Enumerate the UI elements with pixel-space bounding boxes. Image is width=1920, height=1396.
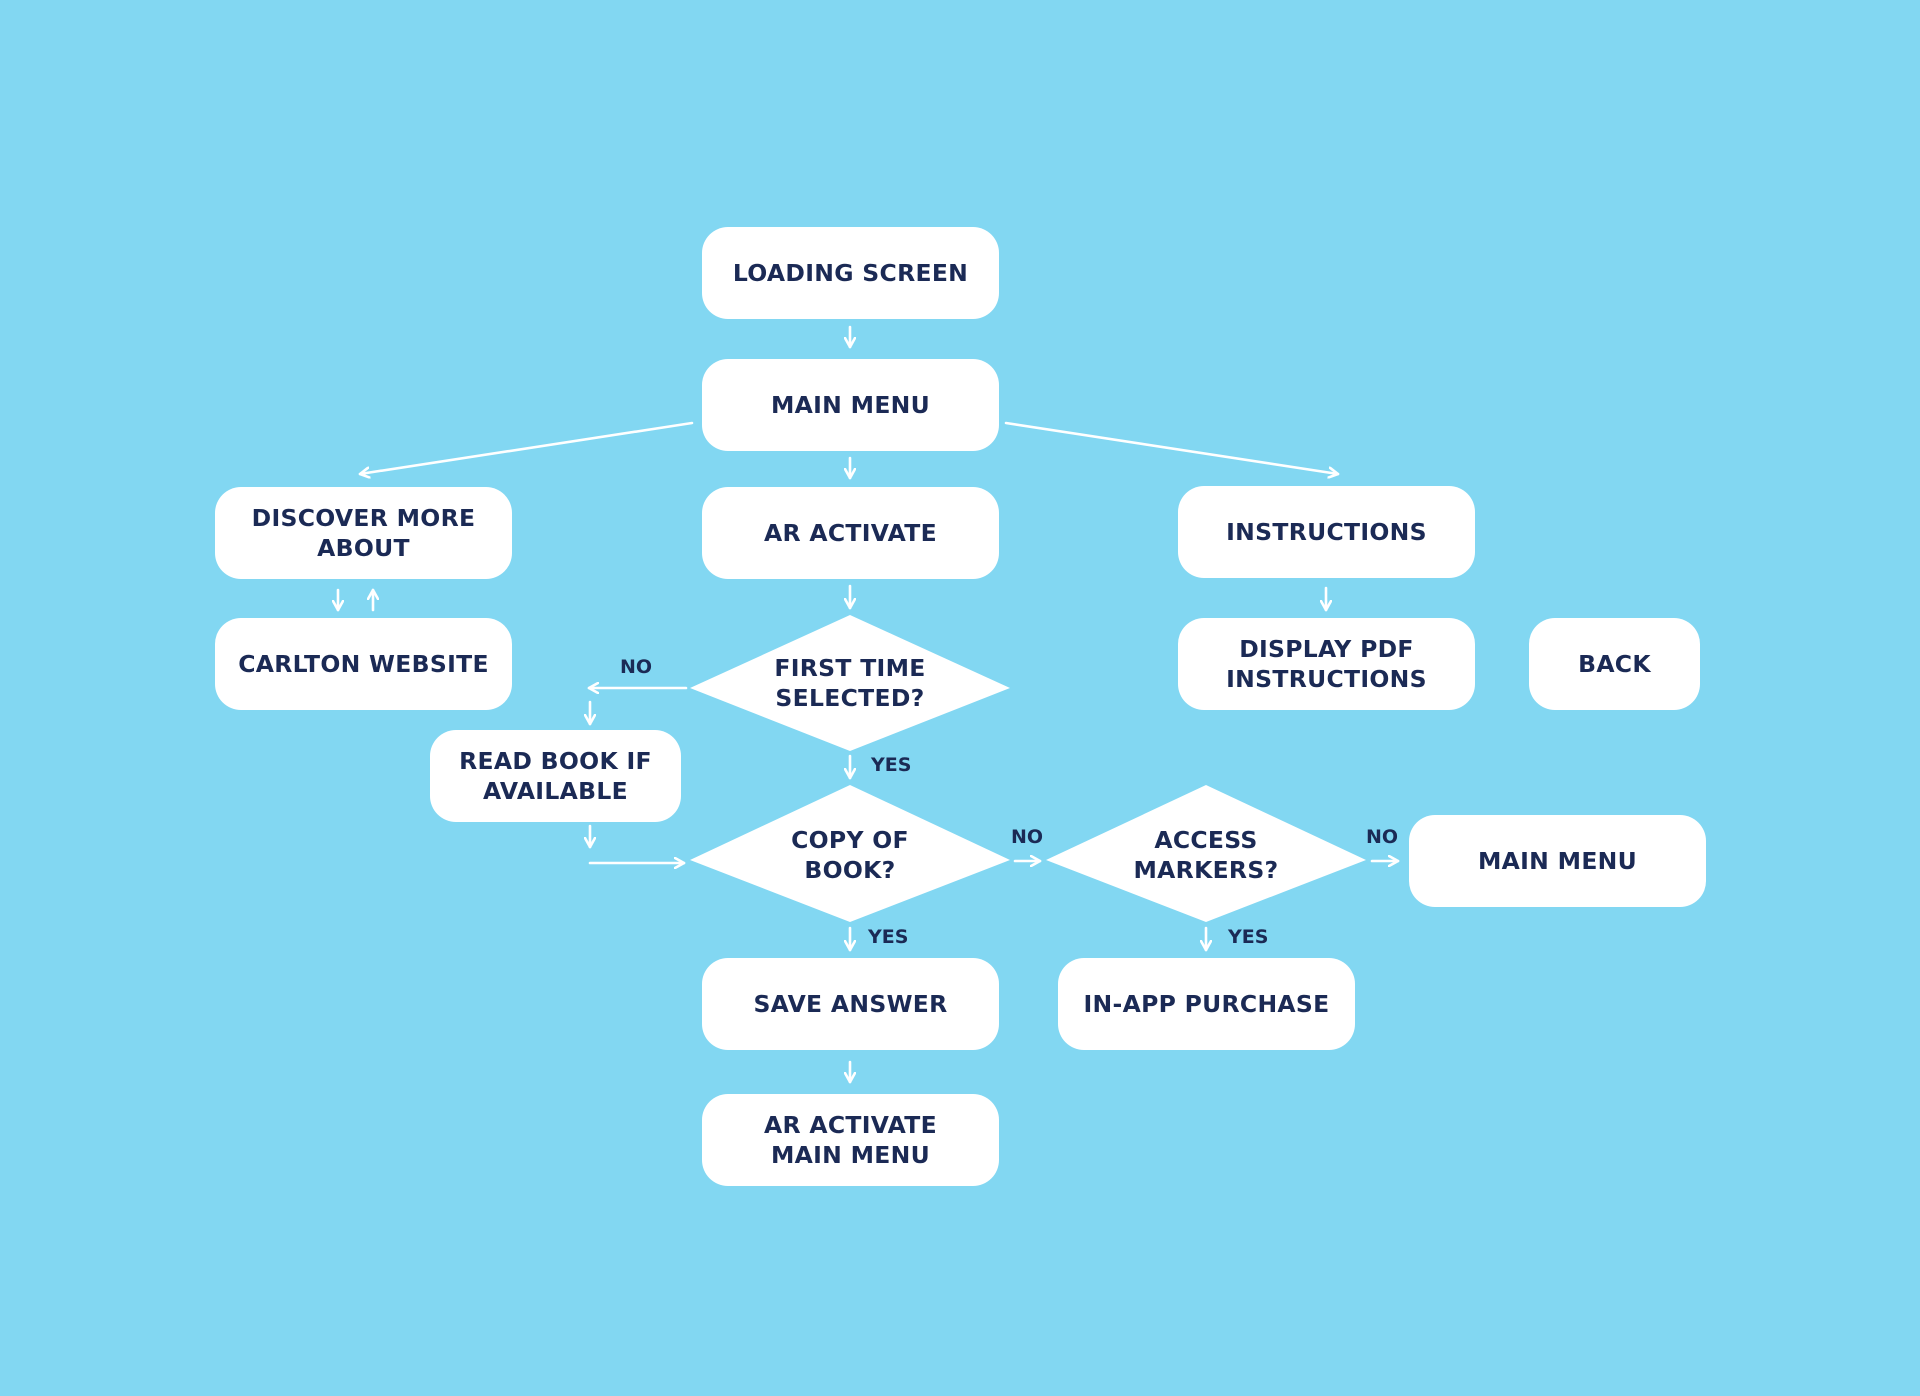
node-label: LOADING SCREEN <box>732 259 969 287</box>
node-label: BACK <box>1578 650 1651 678</box>
edge-label-access-yes: YES <box>1228 926 1269 948</box>
arrow-main-menu-to-discover <box>358 421 694 474</box>
decision-diamond-first-time <box>690 615 1010 751</box>
node-loading-screen: LOADING SCREEN <box>702 227 999 319</box>
node-label: MAIN MENU <box>1477 847 1638 875</box>
node-ar-activate: AR ACTIVATE <box>702 487 999 579</box>
node-carlton-website: CARLTON WEBSITE <box>215 618 512 710</box>
edge-label-copy-yes: YES <box>868 926 909 948</box>
decision-access-markers: ACCESS MARKERS? <box>1133 826 1279 884</box>
node-main-menu-2: MAIN MENU <box>1409 815 1706 907</box>
decision-diamond-access-markers <box>1046 785 1366 922</box>
node-label: INSTRUCTIONS <box>1226 518 1427 546</box>
node-main-menu: MAIN MENU <box>702 359 999 451</box>
edge-label-first-time-yes: YES <box>871 754 912 776</box>
node-label: READ BOOK IF AVAILABLE <box>459 747 652 805</box>
node-label: DISPLAY PDF INSTRUCTIONS <box>1226 635 1427 693</box>
node-label: IN-APP PURCHASE <box>1083 990 1330 1018</box>
edge-label-copy-no: NO <box>1011 826 1044 848</box>
node-label: CARLTON WEBSITE <box>238 650 489 678</box>
node-label: DISCOVER MORE ABOUT <box>251 504 476 562</box>
edge-label-access-no: NO <box>1366 826 1399 848</box>
node-in-app-purchase: IN-APP PURCHASE <box>1058 958 1355 1050</box>
node-label: SAVE ANSWER <box>753 990 948 1018</box>
node-instructions: INSTRUCTIONS <box>1178 486 1475 578</box>
node-read-book-if-available: READ BOOK IF AVAILABLE <box>430 730 681 822</box>
node-label: AR ACTIVATE MAIN MENU <box>763 1111 937 1169</box>
node-back: BACK <box>1529 618 1700 710</box>
node-label: MAIN MENU <box>770 391 931 419</box>
node-label: AR ACTIVATE <box>763 519 937 547</box>
decision-copy-of-book: COPY OF BOOK? <box>791 826 909 884</box>
arrow-main-menu-to-instructions <box>1004 421 1340 474</box>
edge-label-first-time-no: NO <box>620 656 653 678</box>
node-display-pdf-instructions: DISPLAY PDF INSTRUCTIONS <box>1178 618 1475 710</box>
node-ar-activate-main-menu: AR ACTIVATE MAIN MENU <box>702 1094 999 1186</box>
decision-diamond-copy-of-book <box>690 785 1010 922</box>
decision-first-time-selected: FIRST TIME SELECTED? <box>774 654 926 712</box>
node-save-answer: SAVE ANSWER <box>702 958 999 1050</box>
node-discover-more-about: DISCOVER MORE ABOUT <box>215 487 512 579</box>
